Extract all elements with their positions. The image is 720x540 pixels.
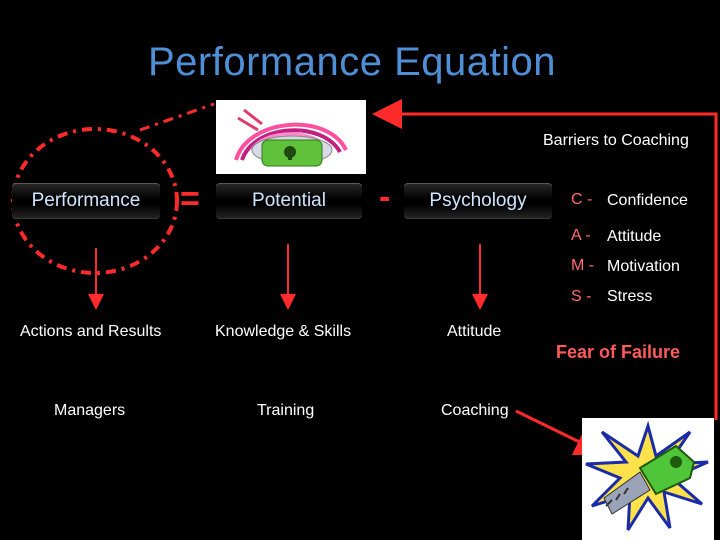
barriers-heading: Barriers to Coaching [543,132,689,149]
barrier-letter-c: C - [571,191,593,208]
barrier-letter-a: A - [571,227,591,244]
fear-of-failure: Fear of Failure [556,342,681,362]
equals-sign: = [180,180,200,218]
barrier-attitude: Attitude [607,228,662,245]
barrier-motivation: Motivation [607,258,680,275]
outcome-knowledge-skills: Knowledge & Skills [215,323,352,340]
barrier-confidence: Confidence [607,192,688,209]
key-icon [582,418,714,540]
barrier-stress: Stress [607,288,653,305]
outcome-attitude: Attitude [447,323,502,340]
minus-sign: - [379,178,391,216]
psychology-box: Psychology [404,183,552,219]
owner-managers: Managers [54,402,126,419]
page-title: Performance Equation [147,40,556,84]
outcome-actions-results: Actions and Results [20,323,162,340]
barrier-letter-s: S - [571,288,592,305]
potential-box: Potential [216,183,362,219]
ellipse-to-lock-line [139,102,215,132]
performance-box: Performance [12,183,160,219]
barrier-frame-line [372,99,718,420]
barrier-letter-m: M - [571,257,595,274]
lock-icon [216,100,366,174]
owner-training: Training [257,402,315,419]
owner-coaching: Coaching [441,402,509,419]
